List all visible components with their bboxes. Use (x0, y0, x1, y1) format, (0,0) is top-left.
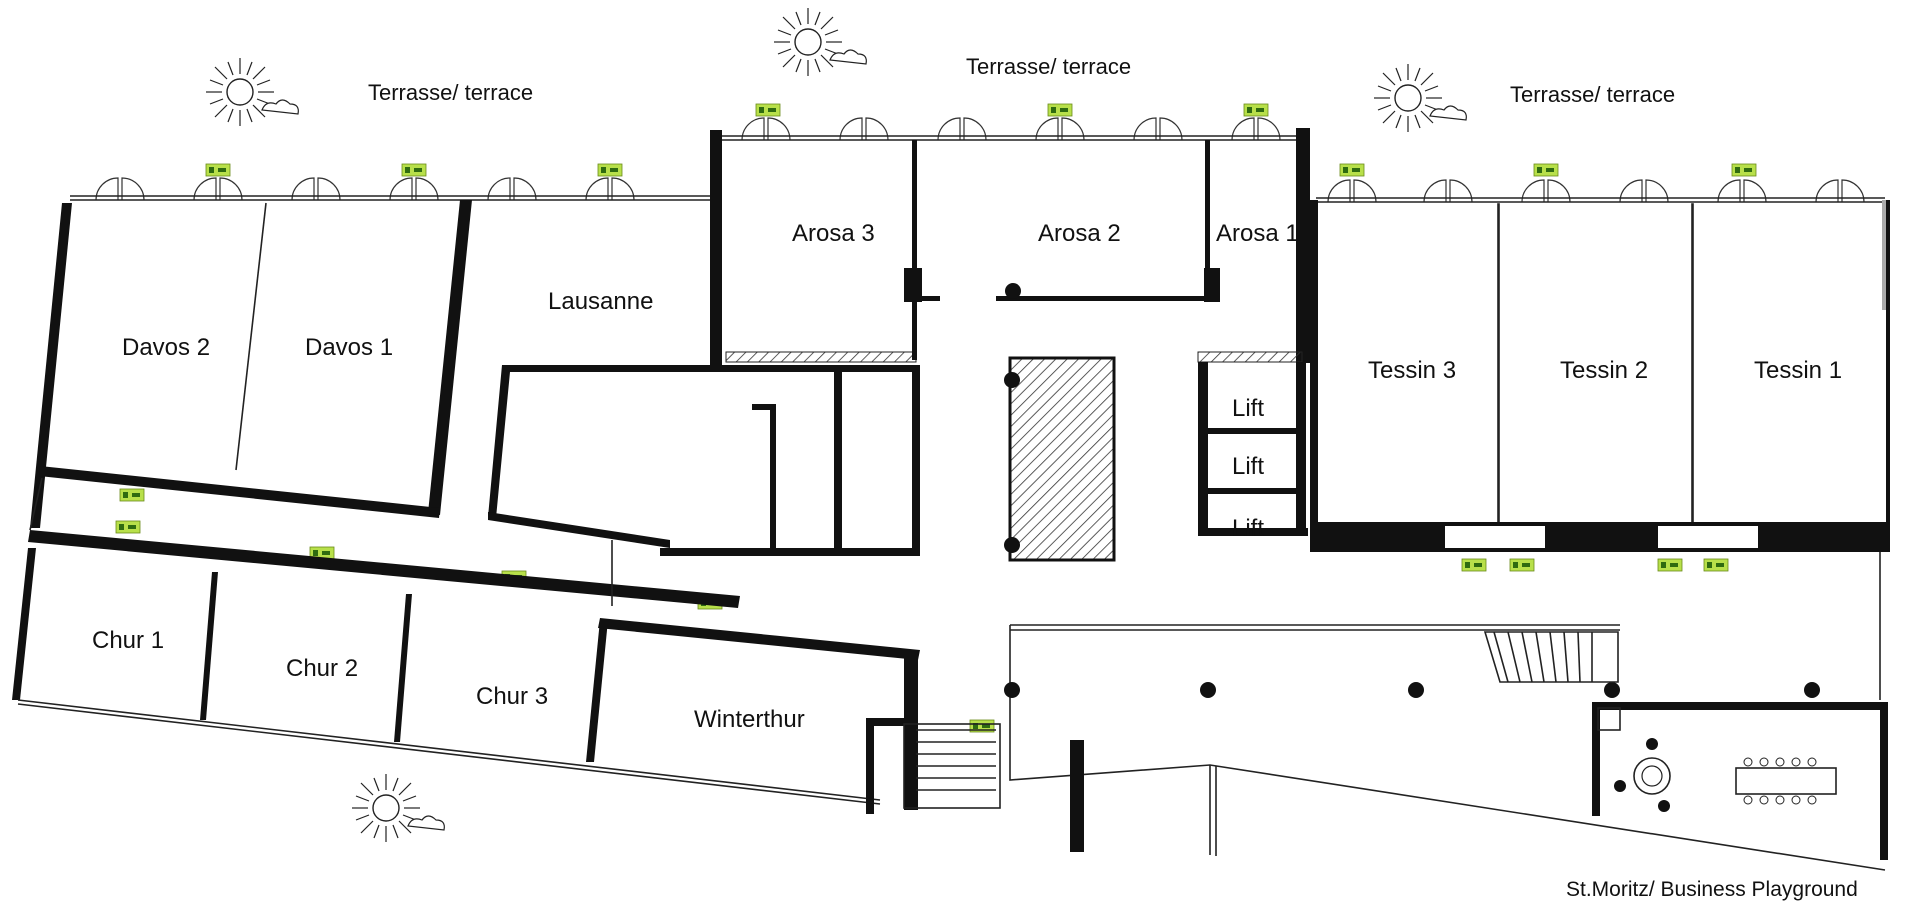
main-stair (1483, 631, 1619, 683)
terrace-label-west: Terrasse/ terrace (368, 80, 533, 105)
sun-icon (1373, 63, 1468, 133)
room-label-davos-2: Davos 2 (122, 334, 210, 361)
room-label-tessin-3: Tessin 3 (1368, 357, 1456, 384)
lobby-area (1004, 552, 1886, 871)
room-label-chur-2: Chur 2 (286, 655, 358, 682)
terrace-label-east: Terrasse/ terrace (1510, 82, 1675, 107)
south-block-walls (12, 548, 920, 814)
room-label-tessin-1: Tessin 1 (1754, 357, 1842, 384)
terrace-doors-west (70, 177, 715, 201)
west-block-walls (30, 130, 722, 528)
room-label-st-moritz: St.Moritz/ Business Playground (1566, 878, 1858, 901)
terrace-label-center: Terrasse/ terrace (966, 54, 1131, 79)
room-label-arosa-1: Arosa 1 (1216, 220, 1299, 247)
arosa-block-walls (904, 128, 1310, 363)
sun-icon (351, 773, 446, 843)
room-label-davos-1: Davos 1 (305, 334, 393, 361)
terrace-doors-center (715, 117, 1310, 141)
lift-label-3: Lift (1232, 515, 1264, 542)
room-label-lausanne: Lausanne (548, 288, 653, 315)
lift-label-1: Lift (1232, 395, 1264, 422)
room-label-chur-1: Chur 1 (92, 627, 164, 654)
service-rooms (488, 351, 920, 556)
room-label-arosa-3: Arosa 3 (792, 220, 875, 247)
staircase (903, 723, 1001, 809)
atrium-void (1004, 356, 1116, 562)
room-label-chur-3: Chur 3 (476, 683, 548, 710)
sun-icon (205, 57, 300, 127)
room-label-tessin-2: Tessin 2 (1560, 357, 1648, 384)
terrace-doors-east (1316, 179, 1885, 203)
st-moritz-room (1592, 702, 1888, 860)
room-label-arosa-2: Arosa 2 (1038, 220, 1121, 247)
corridor-west (28, 477, 740, 608)
room-label-winterthur: Winterthur (694, 706, 805, 733)
lift-shafts (1197, 351, 1308, 536)
lift-label-2: Lift (1232, 453, 1264, 480)
sun-icon (773, 7, 868, 77)
tessin-block-walls (1310, 200, 1890, 552)
